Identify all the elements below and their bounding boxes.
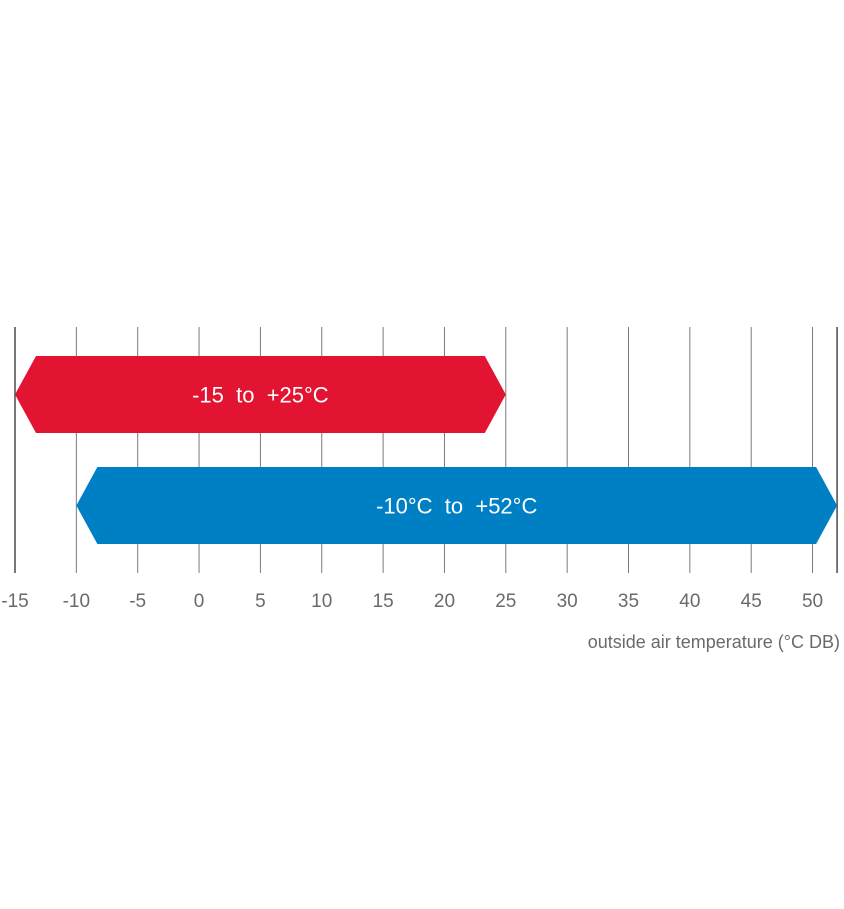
x-tick-label: -10 bbox=[63, 591, 90, 612]
x-tick-label: 0 bbox=[194, 591, 205, 612]
x-tick-label: 45 bbox=[741, 591, 762, 612]
range-bar-label: -15 to +25°C bbox=[192, 383, 329, 408]
x-tick-label: 30 bbox=[557, 591, 578, 612]
x-axis-title: outside air temperature (°C DB) bbox=[588, 632, 840, 652]
range-bar bbox=[76, 467, 838, 544]
x-tick-label: 25 bbox=[495, 591, 516, 612]
x-tick-label: -5 bbox=[129, 591, 146, 612]
x-tick-label: 15 bbox=[373, 591, 394, 612]
x-tick-label: -15 bbox=[1, 591, 28, 612]
x-tick-label: 5 bbox=[255, 591, 266, 612]
x-axis-ticks: -15 -10 -5 0 5 10 15 20 25 30 35 40 45 50 bbox=[1, 591, 823, 612]
range-bar-label: -10°C to +52°C bbox=[376, 494, 537, 519]
x-tick-label: 10 bbox=[311, 591, 332, 612]
x-tick-label: 35 bbox=[618, 591, 639, 612]
range-bars: -15 to +25°C -10°C to +52°C bbox=[15, 356, 838, 544]
x-tick-label: 40 bbox=[679, 591, 700, 612]
range-bar bbox=[15, 356, 506, 433]
x-tick-label: 50 bbox=[802, 591, 823, 612]
x-tick-label: 20 bbox=[434, 591, 455, 612]
